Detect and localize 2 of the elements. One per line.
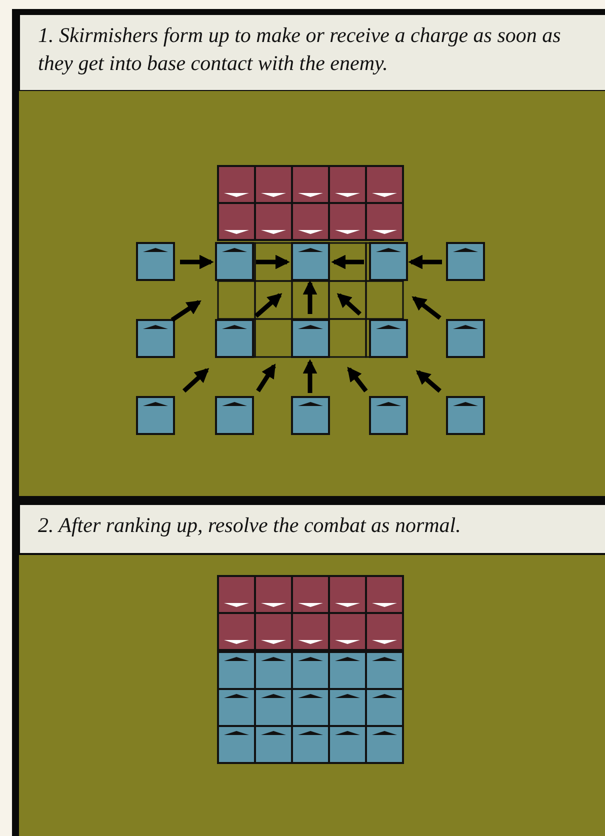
caption-text: 2. After ranking up, resolve the combat as normal. [38, 512, 462, 539]
caption-text: 1. Skirmishers form up to make or receive a charge as soon as they get into base contact with the enemy. [38, 22, 562, 77]
